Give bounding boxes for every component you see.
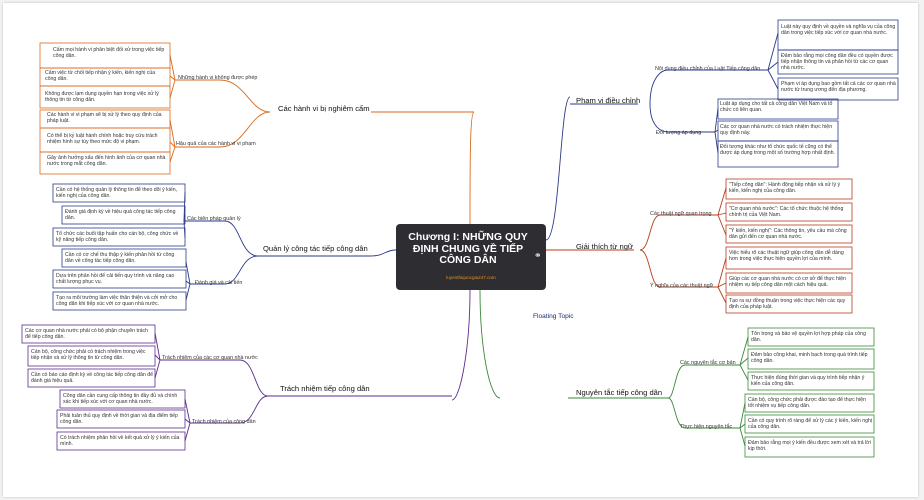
- leaf-note[interactable]: Công dân cần cung cấp thông tin đầy đủ v…: [63, 393, 178, 406]
- branch-giai-thich-tu-ngu[interactable]: Giải thích từ ngữ: [576, 242, 634, 251]
- central-topic[interactable]: Chương I: NHỮNG QUY ĐỊNH CHUNG VỀ TIẾP C…: [396, 224, 546, 290]
- leaf-note[interactable]: Cần có hệ thống quản lý thông tin để the…: [56, 187, 178, 200]
- leaf-note[interactable]: Cấm mọi hành vi phân biệt đối xử trong v…: [53, 47, 165, 60]
- subtopic[interactable]: Nội dung điều chỉnh của Luật Tiếp công d…: [655, 66, 761, 72]
- leaf-note[interactable]: Đảm bảo rằng mọi ý kiến đều được xem xét…: [748, 440, 871, 453]
- leaf-note[interactable]: Các cơ quan nhà nước có trách nhiệm thực…: [720, 124, 833, 137]
- branch-nguyen-tac[interactable]: Nguyên tắc tiếp công dân: [576, 388, 663, 397]
- central-topic-watermark: luyenthiquocgia247.com: [446, 275, 496, 280]
- leaf-note[interactable]: Phạm vi áp dụng bao gồm tất cả các cơ qu…: [781, 81, 896, 94]
- leaf-note[interactable]: Cán bộ, công chức phải có trách nhiệm tr…: [31, 349, 146, 362]
- leaf-note[interactable]: Cần có quy trình rõ ràng để xử lý các ý …: [748, 418, 873, 431]
- leaf-note[interactable]: Giúp các cơ quan nhà nước có cơ sở để th…: [729, 276, 846, 289]
- attachment-icon: ⚭: [534, 250, 542, 260]
- subtopic[interactable]: Trách nhiệm của công dân: [192, 419, 256, 425]
- leaf-note[interactable]: Các cơ quan nhà nước phải có bộ phận chu…: [25, 328, 149, 341]
- leaf-note[interactable]: Tổ chức các buổi tập huấn cho cán bộ, cô…: [56, 231, 179, 244]
- leaf-note[interactable]: Dựa trên phản hồi để cải tiến quy trình …: [56, 273, 175, 286]
- leaf-note[interactable]: Phải tuân thủ quy định về thời gian và đ…: [60, 413, 178, 426]
- subtopic[interactable]: Các nguyên tắc cơ bản: [680, 360, 736, 366]
- subtopic[interactable]: Thực hiện nguyên tắc: [680, 424, 733, 430]
- subtopic[interactable]: Đối tượng áp dụng: [656, 130, 702, 136]
- leaf-note[interactable]: Đối tượng khác như tổ chức quốc tế cũng …: [720, 144, 835, 157]
- branch-quan-ly-cong-tac[interactable]: Quản lý công tác tiếp công dân: [263, 244, 368, 253]
- leaf-note[interactable]: Cần có cơ chế thu thập ý kiến phản hồi t…: [65, 252, 175, 265]
- leaf-note[interactable]: Đảm bảo công khai, minh bạch trong quá t…: [751, 352, 868, 365]
- subtopic[interactable]: Ý nghĩa của các thuật ngữ: [650, 283, 714, 289]
- leaf-note[interactable]: Tôn trọng và bảo vệ quyền lợi hợp pháp c…: [751, 331, 866, 344]
- leaf-note[interactable]: Tạo ra sự đồng thuận trong việc thực hiệ…: [729, 298, 846, 311]
- leaf-note[interactable]: Luật áp dụng cho tất cả công dân Việt Na…: [720, 101, 833, 114]
- subtopic[interactable]: Trách nhiệm của các cơ quan nhà nước: [162, 355, 258, 361]
- leaf-note[interactable]: Cần có báo cáo định kỳ về công tác tiếp …: [31, 372, 153, 385]
- subtopic[interactable]: Hậu quả của các hành vi vi phạm: [176, 141, 256, 147]
- leaf-note[interactable]: Cấm việc từ chối tiếp nhận ý kiến, kiến …: [45, 70, 156, 83]
- leaf-note[interactable]: Đảm bảo rằng mọi công dân đều có quyền đ…: [781, 53, 893, 72]
- branch-cac-hanh-vi-bi-nghiem-cam[interactable]: Các hành vi bị nghiêm cấm: [278, 104, 370, 113]
- leaf-note[interactable]: Cán bộ, công chức phải được đào tạo để t…: [748, 397, 866, 410]
- leaf-note[interactable]: Có trách nhiệm phản hồi về kết quả xử lý…: [60, 435, 180, 448]
- leaf-note[interactable]: Các hành vi vi phạm sẽ bị xử lý theo quy…: [47, 112, 162, 125]
- branch-pham-vi-dieu-chinh[interactable]: Phạm vi điều chỉnh: [576, 96, 641, 105]
- leaf-note[interactable]: Việc hiểu rõ các thuật ngữ giúp công dân…: [729, 250, 844, 263]
- leaf-note[interactable]: "Ý kiến, kiến nghị": Các thông tin, yêu …: [729, 228, 847, 241]
- leaf-note[interactable]: Luật này quy định về quyền và nghĩa vụ c…: [781, 24, 896, 37]
- leaf-note[interactable]: Gây ảnh hưởng xấu đến hình ảnh của cơ qu…: [47, 155, 166, 168]
- leaf-note[interactable]: Có thể bị kỷ luật hành chính hoặc truy c…: [47, 133, 158, 146]
- leaf-note[interactable]: "Tiếp công dân": Hành động tiếp nhận và …: [729, 182, 841, 195]
- central-topic-title: Chương I: NHỮNG QUY ĐỊNH CHUNG VỀ TIẾP C…: [408, 231, 528, 266]
- floating-topic[interactable]: Floating Topic: [533, 313, 574, 320]
- leaf-note[interactable]: Đánh giá định kỳ về hiệu quả công tác ti…: [65, 209, 176, 222]
- leaf-note[interactable]: Thực hiện đúng thời gian và quy trình ti…: [751, 375, 865, 388]
- subtopic[interactable]: Những hành vi không được phép: [178, 75, 258, 81]
- leaf-note[interactable]: Không được lạm dụng quyền hạn trong việc…: [45, 91, 159, 104]
- subtopic[interactable]: Các thuật ngữ quan trọng: [650, 211, 712, 217]
- branch-trach-nhiem[interactable]: Trách nhiệm tiếp công dân: [280, 384, 370, 393]
- subtopic[interactable]: Các biện pháp quản lý: [187, 216, 241, 222]
- leaf-note[interactable]: Tạo ra môi trường làm việc thân thiện và…: [56, 295, 178, 308]
- subtopic[interactable]: Đánh giá và cải tiến: [195, 280, 243, 286]
- leaf-note[interactable]: "Cơ quan nhà nước": Các tổ chức thuộc hệ…: [729, 206, 844, 219]
